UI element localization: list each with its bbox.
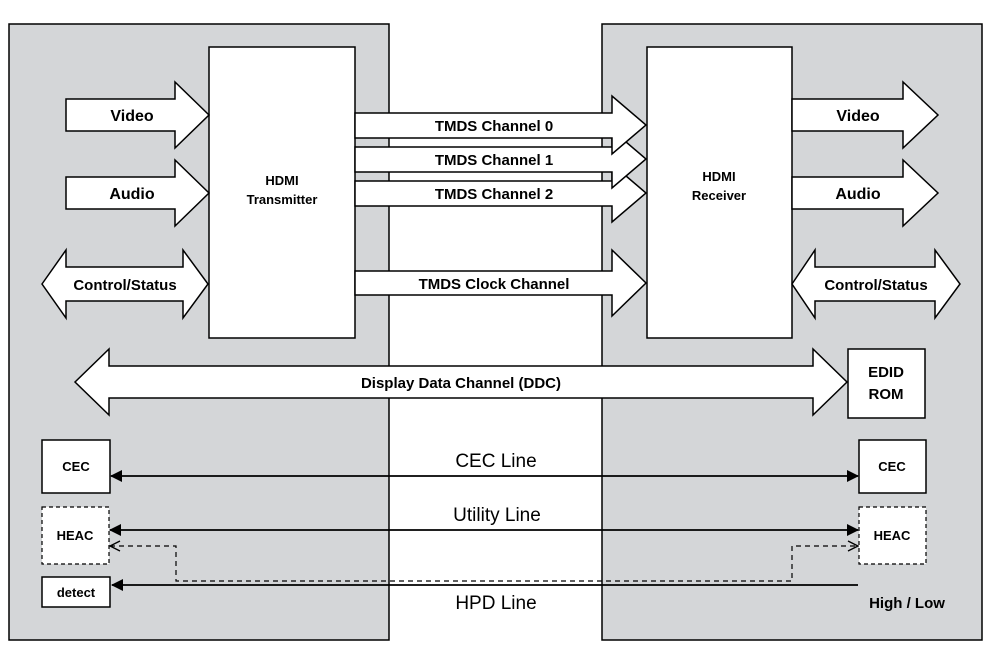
rx-control-label: Control/Status bbox=[824, 277, 927, 294]
transmitter-title-1: HDMI bbox=[265, 173, 298, 188]
hdmi-transmitter-box bbox=[208, 46, 356, 339]
receiver-title-2: Receiver bbox=[692, 188, 746, 203]
tx-audio-arrow bbox=[65, 158, 211, 228]
cec-line-label: CEC Line bbox=[455, 451, 536, 472]
hdmi-receiver-box bbox=[646, 46, 793, 339]
rx-control-arrow bbox=[791, 247, 961, 321]
ddc-label: Display Data Channel (DDC) bbox=[361, 375, 561, 392]
edid-label-1: EDID bbox=[868, 364, 904, 381]
tmds-clock-label: TMDS Clock Channel bbox=[419, 276, 570, 293]
tmds-channel-0-arrow bbox=[354, 94, 648, 156]
tmds-clock-arrow bbox=[354, 248, 648, 318]
heac-dashed-path bbox=[110, 546, 858, 582]
rx-video-label: Video bbox=[836, 108, 880, 125]
rx-cec-box bbox=[858, 439, 927, 494]
tx-control-arrow bbox=[41, 247, 209, 321]
receiver-title-1: HDMI bbox=[702, 169, 735, 184]
rx-audio-label: Audio bbox=[835, 186, 881, 203]
rx-heac-label: HEAC bbox=[874, 528, 911, 543]
rx-cec-label: CEC bbox=[878, 459, 906, 474]
tx-control-label: Control/Status bbox=[73, 277, 176, 294]
tx-cec-label: CEC bbox=[62, 459, 90, 474]
tx-heac-label: HEAC bbox=[57, 528, 94, 543]
tx-detect-box bbox=[41, 576, 111, 608]
rx-video-arrow bbox=[791, 80, 940, 150]
edid-label-2: ROM bbox=[869, 386, 904, 403]
tmds-channel-1-label: TMDS Channel 1 bbox=[435, 152, 553, 169]
transmitter-title-2: Transmitter bbox=[247, 192, 318, 207]
rx-high-low-label: High / Low bbox=[869, 595, 945, 612]
rx-audio-arrow bbox=[791, 158, 940, 228]
tx-video-arrow bbox=[65, 80, 211, 150]
tx-cec-box bbox=[41, 439, 111, 494]
hpd-line-label: HPD Line bbox=[455, 593, 536, 614]
tx-audio-label: Audio bbox=[109, 186, 155, 203]
tmds-channel-0-label: TMDS Channel 0 bbox=[435, 118, 553, 135]
tx-video-label: Video bbox=[110, 108, 154, 125]
ddc-arrow bbox=[73, 347, 849, 417]
tx-heac-box bbox=[41, 506, 110, 565]
rx-heac-box bbox=[858, 506, 927, 565]
edid-rom-box bbox=[847, 348, 926, 419]
tx-detect-label: detect bbox=[57, 585, 96, 600]
tmds-channel-2-label: TMDS Channel 2 bbox=[435, 186, 553, 203]
utility-line-label: Utility Line bbox=[453, 505, 541, 526]
